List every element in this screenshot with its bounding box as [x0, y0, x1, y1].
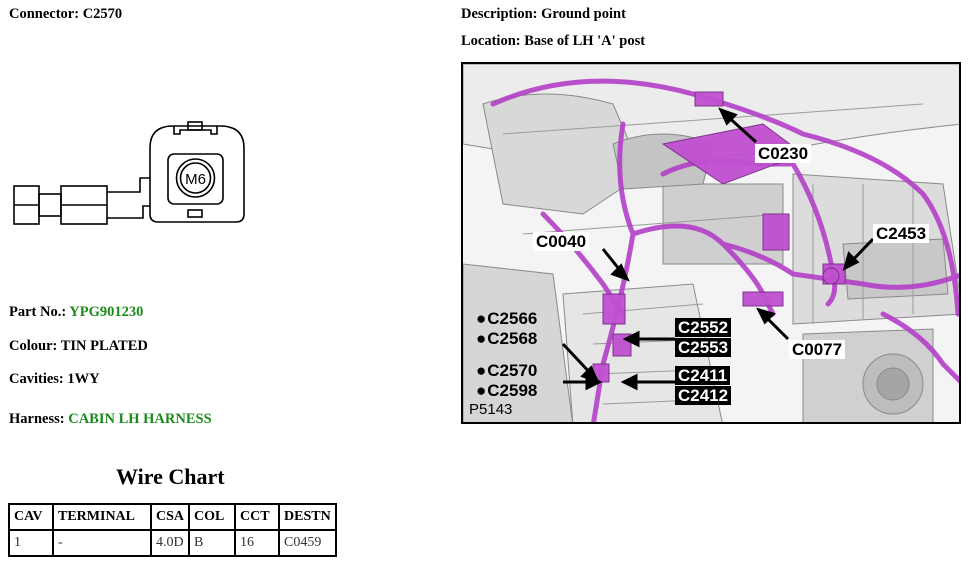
cavities-label: Cavities: 1WY [9, 371, 100, 388]
wire-chart-table: CAV TERMINAL CSA COL CCT DESTN 1 - 4.0D … [8, 503, 337, 557]
colour-value: TIN PLATED [60, 338, 148, 354]
callout-c2553: C2553 [675, 338, 732, 357]
cavities-key: Cavities: [9, 371, 64, 387]
table-header-row: CAV TERMINAL CSA COL CCT DESTN [8, 503, 337, 531]
column-header-terminal: TERMINAL [52, 503, 152, 531]
part-number-label: Part No.: YPG901230 [9, 304, 143, 321]
callout-c0077: C0077 [789, 340, 846, 359]
photo-reference: P5143 [469, 401, 513, 418]
callout-c2411: C2411 [675, 366, 731, 385]
connector-id: C2570 [82, 6, 123, 22]
part-number-key: Part No.: [9, 304, 67, 320]
location-value: Base of LH 'A' post [524, 33, 646, 49]
column-header-cav: CAV [8, 503, 54, 531]
column-header-col: COL [188, 503, 237, 531]
callout-c2566: C2566 [473, 309, 540, 328]
cell-col: B [188, 529, 237, 557]
description-key: Description: [461, 6, 538, 22]
description-value: Ground point [541, 6, 626, 22]
location-key: Location: [461, 33, 521, 49]
callout-c2568: C2568 [473, 329, 540, 348]
colour-label: Colour: TIN PLATED [9, 338, 148, 355]
table-row: 1 - 4.0D B 16 C0459 [8, 529, 337, 557]
colour-key: Colour: [9, 338, 58, 354]
harness-key: Harness: [9, 411, 65, 427]
callout-c0230: C0230 [755, 144, 812, 163]
column-header-destn: DESTN [278, 503, 337, 531]
cell-terminal: - [52, 529, 152, 557]
cell-cav: 1 [8, 529, 54, 557]
location-illustration: C0230 C0040 C2453 C0077 C2566 C2568 C257… [461, 62, 961, 424]
cell-cct: 16 [234, 529, 281, 557]
part-number-value: YPG901230 [69, 304, 144, 320]
harness-value: CABIN LH HARNESS [68, 411, 212, 427]
cavities-value: 1WY [67, 371, 100, 387]
connector-label: Connector: C2570 [9, 6, 122, 23]
description-label: Description: Ground point [461, 6, 626, 23]
stud-label: M6 [185, 171, 206, 188]
callout-c2570: C2570 [473, 361, 540, 380]
column-header-cct: CCT [234, 503, 281, 531]
callout-c2552: C2552 [675, 318, 732, 337]
wire-chart-title: Wire Chart [116, 464, 225, 489]
harness-label: Harness: CABIN LH HARNESS [9, 411, 212, 428]
connector-label-key: Connector: [9, 6, 80, 22]
callout-c0040: C0040 [533, 232, 590, 251]
callout-c2412: C2412 [675, 386, 732, 405]
location-label: Location: Base of LH 'A' post [461, 33, 645, 50]
connector-drawing: M6 [13, 121, 245, 225]
column-header-csa: CSA [149, 503, 191, 531]
callout-c2598: C2598 [473, 381, 540, 400]
cell-csa: 4.0D [149, 529, 191, 557]
callout-c2453: C2453 [873, 224, 930, 243]
cell-destn: C0459 [278, 529, 337, 557]
